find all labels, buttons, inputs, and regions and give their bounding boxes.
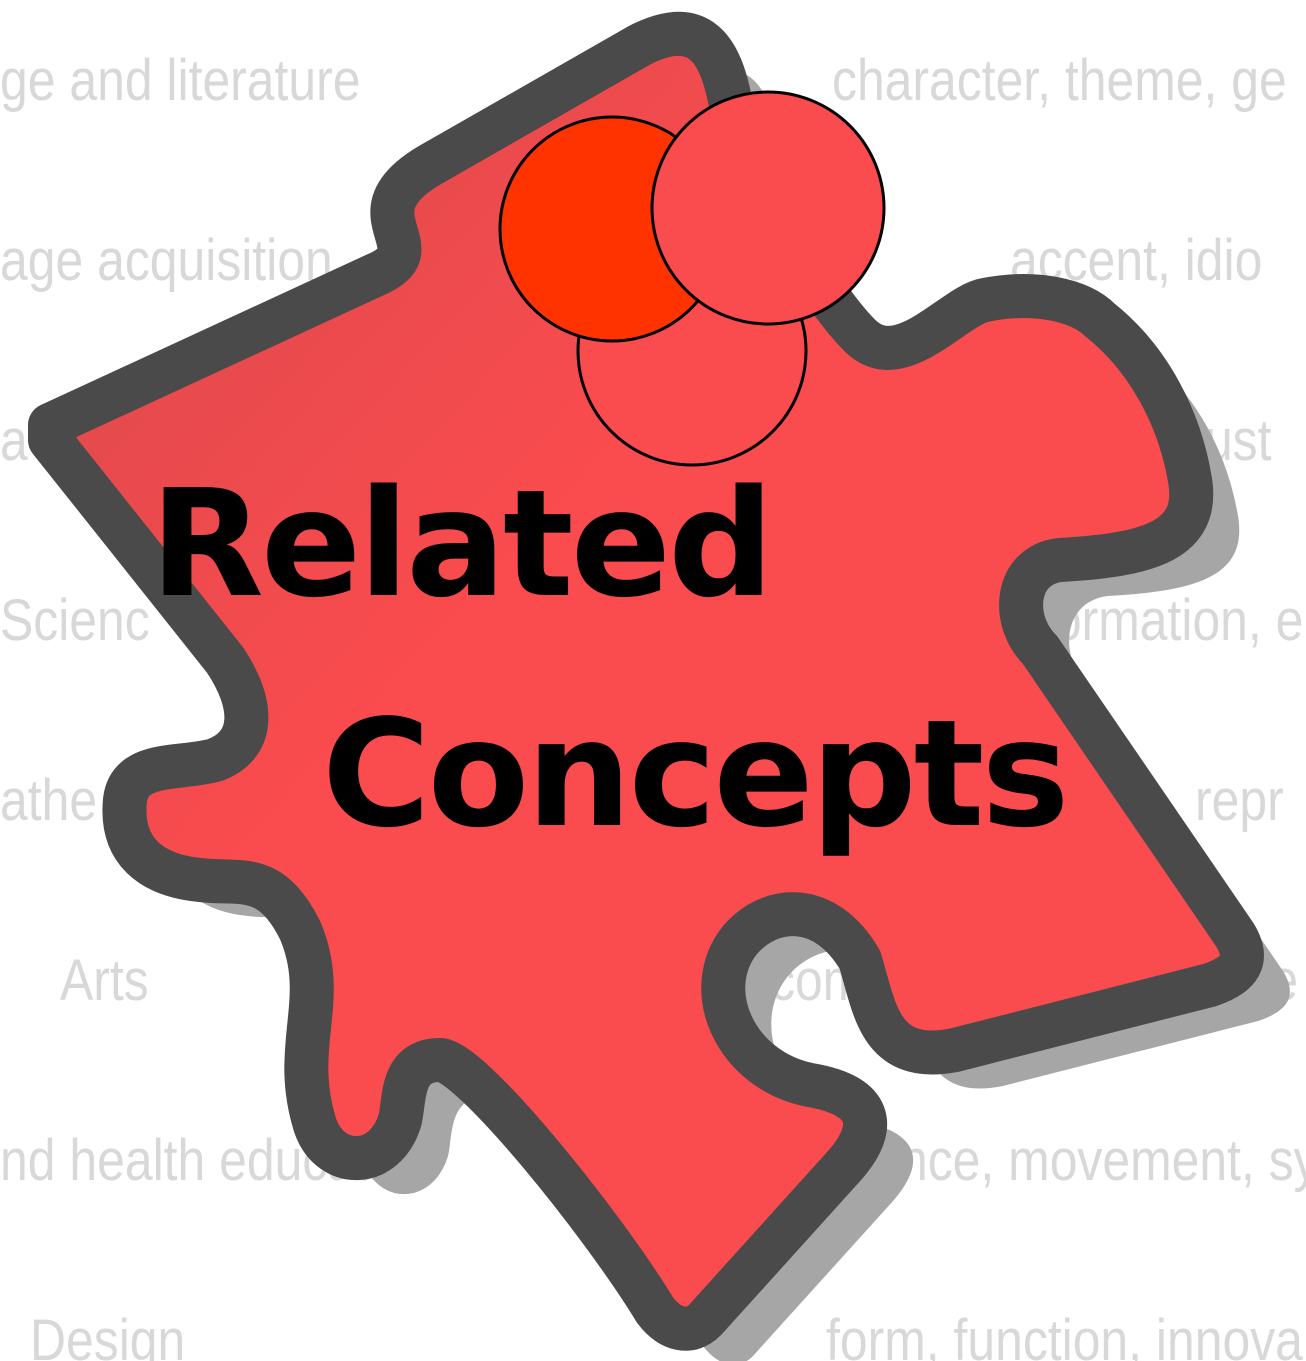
puzzle-piece-body xyxy=(28,12,1264,1351)
background-text-row: nce, movement, sy xyxy=(900,1128,1306,1193)
title-concepts: Concepts xyxy=(322,688,1070,860)
background-text-row: character, theme, ge xyxy=(832,48,1287,113)
pin-head-circle xyxy=(650,90,886,326)
title-related: Related xyxy=(150,458,774,630)
background-text-row: repr xyxy=(1195,768,1284,833)
background-text-row: age acquisition xyxy=(0,228,333,293)
background-text-row: athe xyxy=(0,768,98,833)
background-text-row: a xyxy=(0,408,28,473)
background-text-row: Design xyxy=(30,1308,186,1361)
background-text-row: ge and literature xyxy=(0,48,361,113)
background-text-row: Scienc xyxy=(0,588,150,653)
push-pin-icon xyxy=(498,90,886,467)
background-text-row: form, function, innova xyxy=(826,1308,1303,1361)
background-text-row: Arts xyxy=(60,948,149,1013)
